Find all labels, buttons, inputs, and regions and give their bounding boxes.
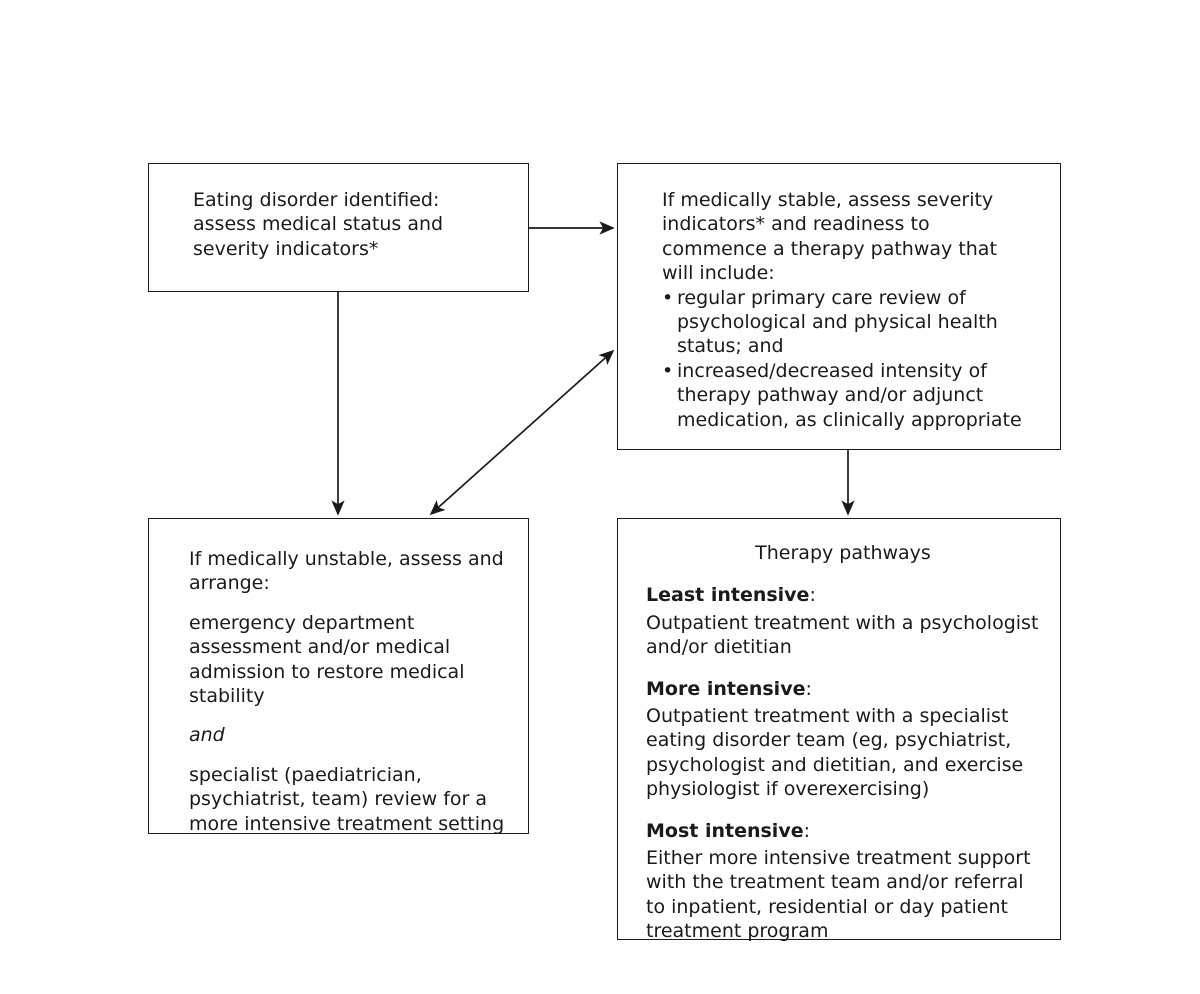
pathway-body-least-intensive: Outpatient treatment with a psychologist…	[646, 611, 1039, 659]
node-identify-line-1: Eating disorder identified:	[193, 189, 440, 211]
pathway-heading-least-intensive: Least intensive:	[646, 583, 1040, 607]
pathway-heading-colon: :	[809, 584, 816, 607]
node-stable-line-2: indicators* and readiness to	[662, 213, 930, 236]
node-stable-bullet-list: regular primary care review of psycholog…	[662, 286, 1042, 432]
list-item: regular primary care review of psycholog…	[662, 286, 1042, 359]
pathway-heading-most-intensive: Most intensive:	[646, 819, 1040, 843]
node-unstable-intro: If medically unstable, assess and arrang…	[189, 548, 504, 595]
pathway-heading-more-intensive: More intensive:	[646, 677, 1040, 701]
node-unstable-conjunction: and	[189, 724, 225, 747]
node-medically-unstable: If medically unstable, assess and arrang…	[148, 518, 529, 835]
therapy-pathways-title: Therapy pathways	[755, 542, 931, 564]
node-identify-line-3: severity indicators*	[193, 237, 379, 260]
node-stable-line-1: If medically stable, assess severity	[662, 189, 994, 211]
pathway-heading-colon: :	[803, 819, 811, 842]
node-identify-line-2: assess medical status and	[193, 213, 444, 236]
pathway-heading-label: Least intensive	[646, 584, 810, 607]
node-unstable-second-action: specialist (paediatrician, psychiatrist,…	[189, 763, 505, 835]
pathway-body-more-intensive: Outpatient treatment with a specialist e…	[646, 705, 1024, 801]
node-stable-line-3: commence a therapy pathway that	[662, 237, 997, 260]
node-eating-disorder-identified: Eating disorder identified: assess medic…	[148, 163, 529, 292]
connector-unstable-to-stable	[429, 349, 615, 516]
pathway-body-most-intensive: Either more intensive treatment support …	[646, 847, 1031, 943]
node-therapy-pathways: Therapy pathways Least intensive: Outpat…	[617, 518, 1061, 942]
pathway-heading-label: Most intensive	[646, 819, 804, 842]
pathway-heading-colon: :	[805, 677, 812, 700]
pathway-heading-label: More intensive	[646, 677, 806, 700]
node-medically-stable: If medically stable, assess severity ind…	[617, 163, 1061, 450]
node-unstable-first-action: emergency department assessment and/or m…	[189, 611, 465, 708]
node-stable-line-4: will include:	[662, 262, 775, 285]
list-item: increased/decreased intensity of therapy…	[662, 359, 1042, 432]
